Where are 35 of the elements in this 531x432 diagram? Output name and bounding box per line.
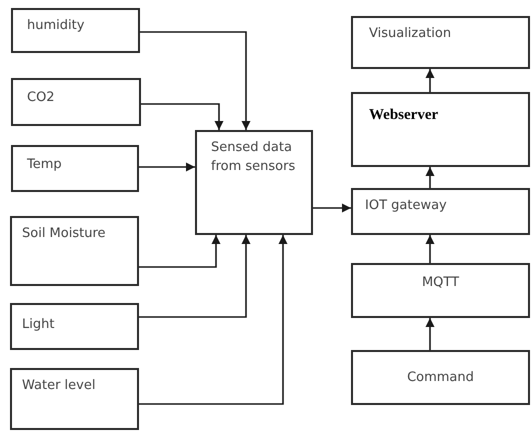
box-label: Temp [27,156,62,174]
arrow [426,69,434,92]
box-label: IOT gateway [365,197,447,215]
arrow [139,235,220,268]
process-box [351,263,530,318]
process-box [11,78,141,126]
box-label: Light [22,316,54,334]
arrow [139,235,250,318]
box-label: Webserver [369,106,438,125]
process-box [10,303,139,350]
process-box [351,188,530,235]
arrow [313,204,351,212]
box-label: CO2 [27,89,55,107]
box-label: Soil Moisture [22,225,106,243]
box-label: Sensed data from sensors [211,139,296,176]
arrow [426,318,434,350]
arrow [139,235,288,405]
process-box [351,92,530,167]
arrow [139,162,195,172]
arrow [426,167,434,188]
process-box [11,145,139,192]
process-box [351,16,530,69]
box-label: Water level [22,377,96,395]
arrow [426,235,434,263]
process-box [10,368,139,430]
process-box [351,350,530,405]
process-box [195,130,313,235]
arrow [140,31,250,130]
box-label: Visualization [369,25,452,43]
box-label: MQTT [422,274,460,292]
process-box [10,216,139,286]
box-label: humidity [27,17,84,35]
arrow [141,103,224,130]
box-label: Command [407,369,474,387]
process-box [11,8,140,53]
